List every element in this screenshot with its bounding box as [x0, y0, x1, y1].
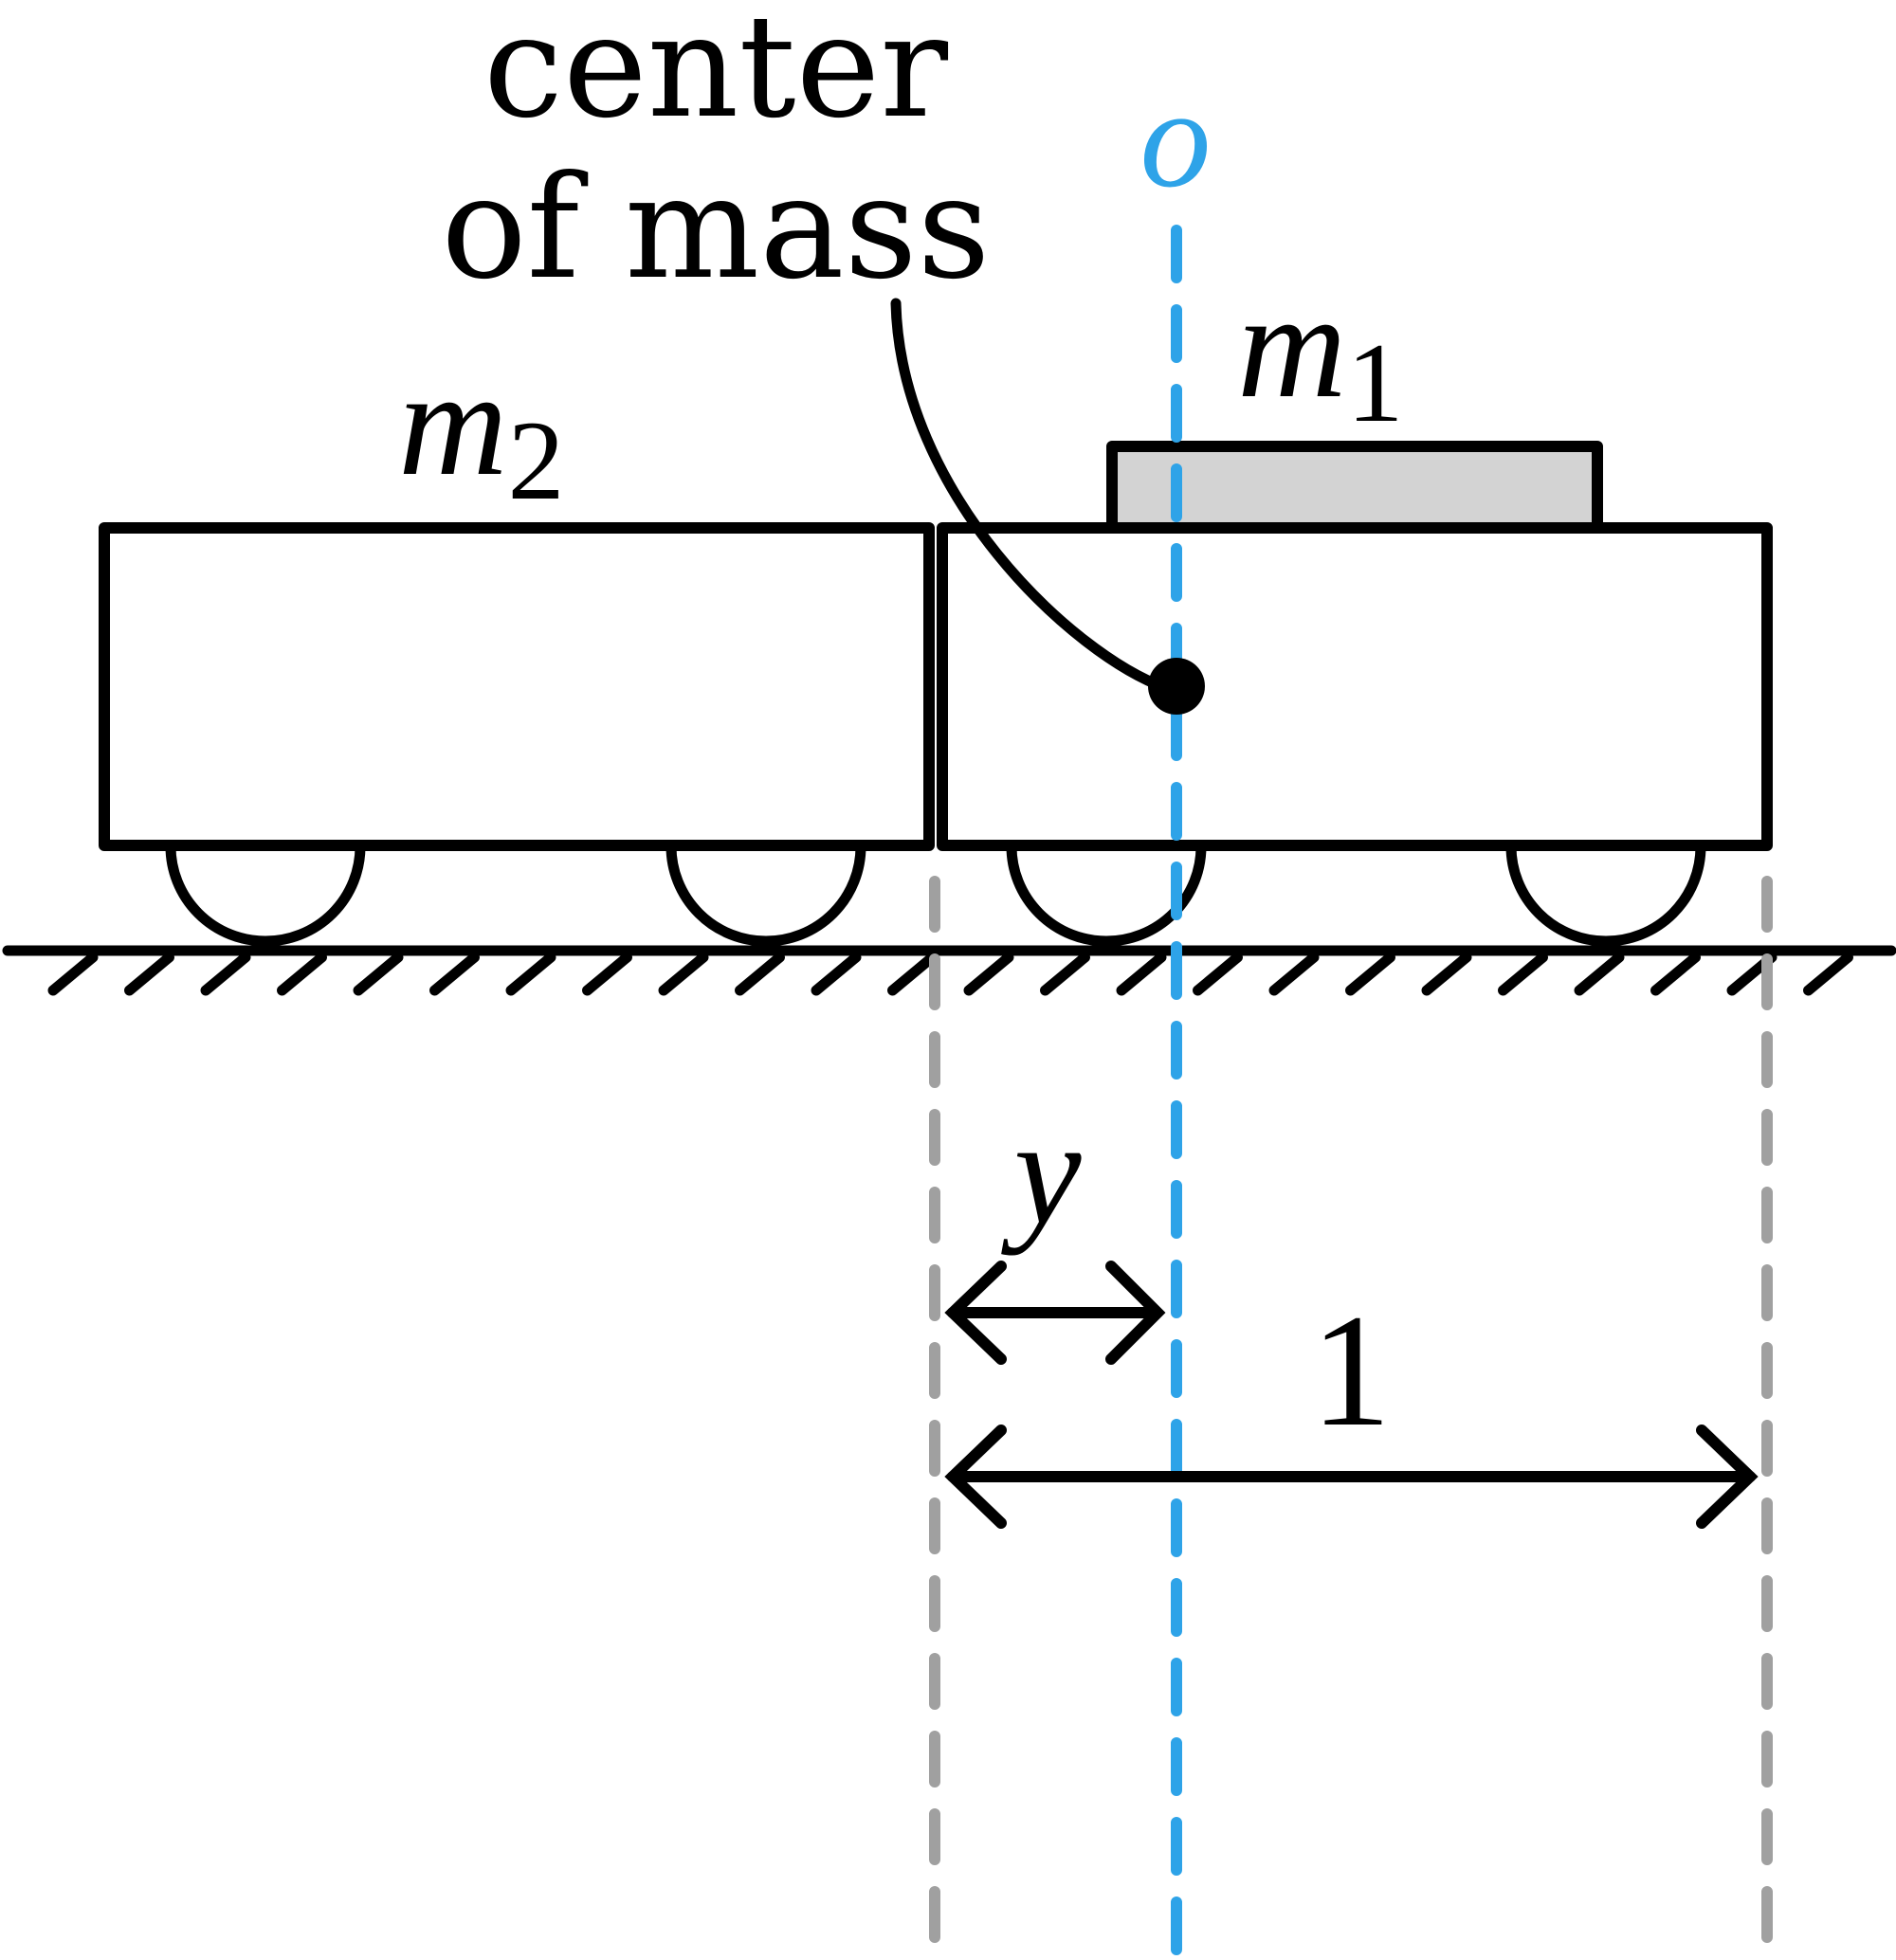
hatch-mark	[1498, 952, 1548, 996]
hatch-mark	[1421, 952, 1472, 996]
hatch-mark	[887, 952, 938, 996]
hatch-mark	[200, 952, 251, 996]
hatch-mark	[1040, 952, 1090, 996]
distance-one-arrow	[944, 1425, 1759, 1529]
hatch-mark	[1268, 952, 1320, 996]
wheel-right-cart-2	[1505, 845, 1706, 947]
wheel-right-cart-1	[1006, 845, 1207, 947]
hatch-mark	[811, 952, 862, 996]
center-of-mass-dot	[1148, 658, 1205, 715]
origin-label: o	[1140, 60, 1212, 217]
cart-right	[937, 522, 1773, 851]
wheels	[165, 845, 1706, 947]
hatch-mark	[353, 952, 404, 996]
hatch-mark	[124, 952, 174, 996]
hatch-mark	[47, 952, 99, 996]
wheel-left-cart-2	[665, 845, 866, 947]
hatch-mark	[658, 952, 709, 996]
mass-m1-subscript: 1	[1347, 319, 1404, 445]
hatch-mark	[1574, 952, 1625, 996]
ground-hatching	[47, 952, 1853, 996]
hatch-mark	[277, 952, 327, 996]
block-m1	[1106, 441, 1603, 534]
hatch-mark	[582, 952, 632, 996]
hatch-mark	[429, 952, 480, 996]
hatch-mark	[735, 952, 785, 996]
cart-m2	[99, 522, 935, 851]
mass-m2-subscript: 2	[508, 397, 565, 523]
wheel-left-cart-1	[165, 845, 366, 947]
hatch-mark	[1650, 952, 1701, 996]
distance-y-label: y	[1000, 1087, 1082, 1256]
hatch-mark	[1345, 952, 1395, 996]
hatch-mark	[505, 952, 556, 996]
distance-y-arrow	[944, 1261, 1166, 1365]
hatch-mark	[963, 952, 1014, 996]
distance-one-label: 1	[1311, 1281, 1392, 1460]
center-of-mass-label-line1: center	[483, 0, 948, 150]
hatch-mark	[1803, 952, 1853, 996]
mass-m2-label: m2	[398, 338, 565, 523]
mass-m1-label: m1	[1237, 261, 1404, 445]
hatch-mark	[1116, 952, 1167, 996]
hatch-mark	[1193, 952, 1243, 996]
center-of-mass-leader	[890, 298, 1172, 694]
center-of-mass-label-line2: of mass	[441, 146, 990, 311]
